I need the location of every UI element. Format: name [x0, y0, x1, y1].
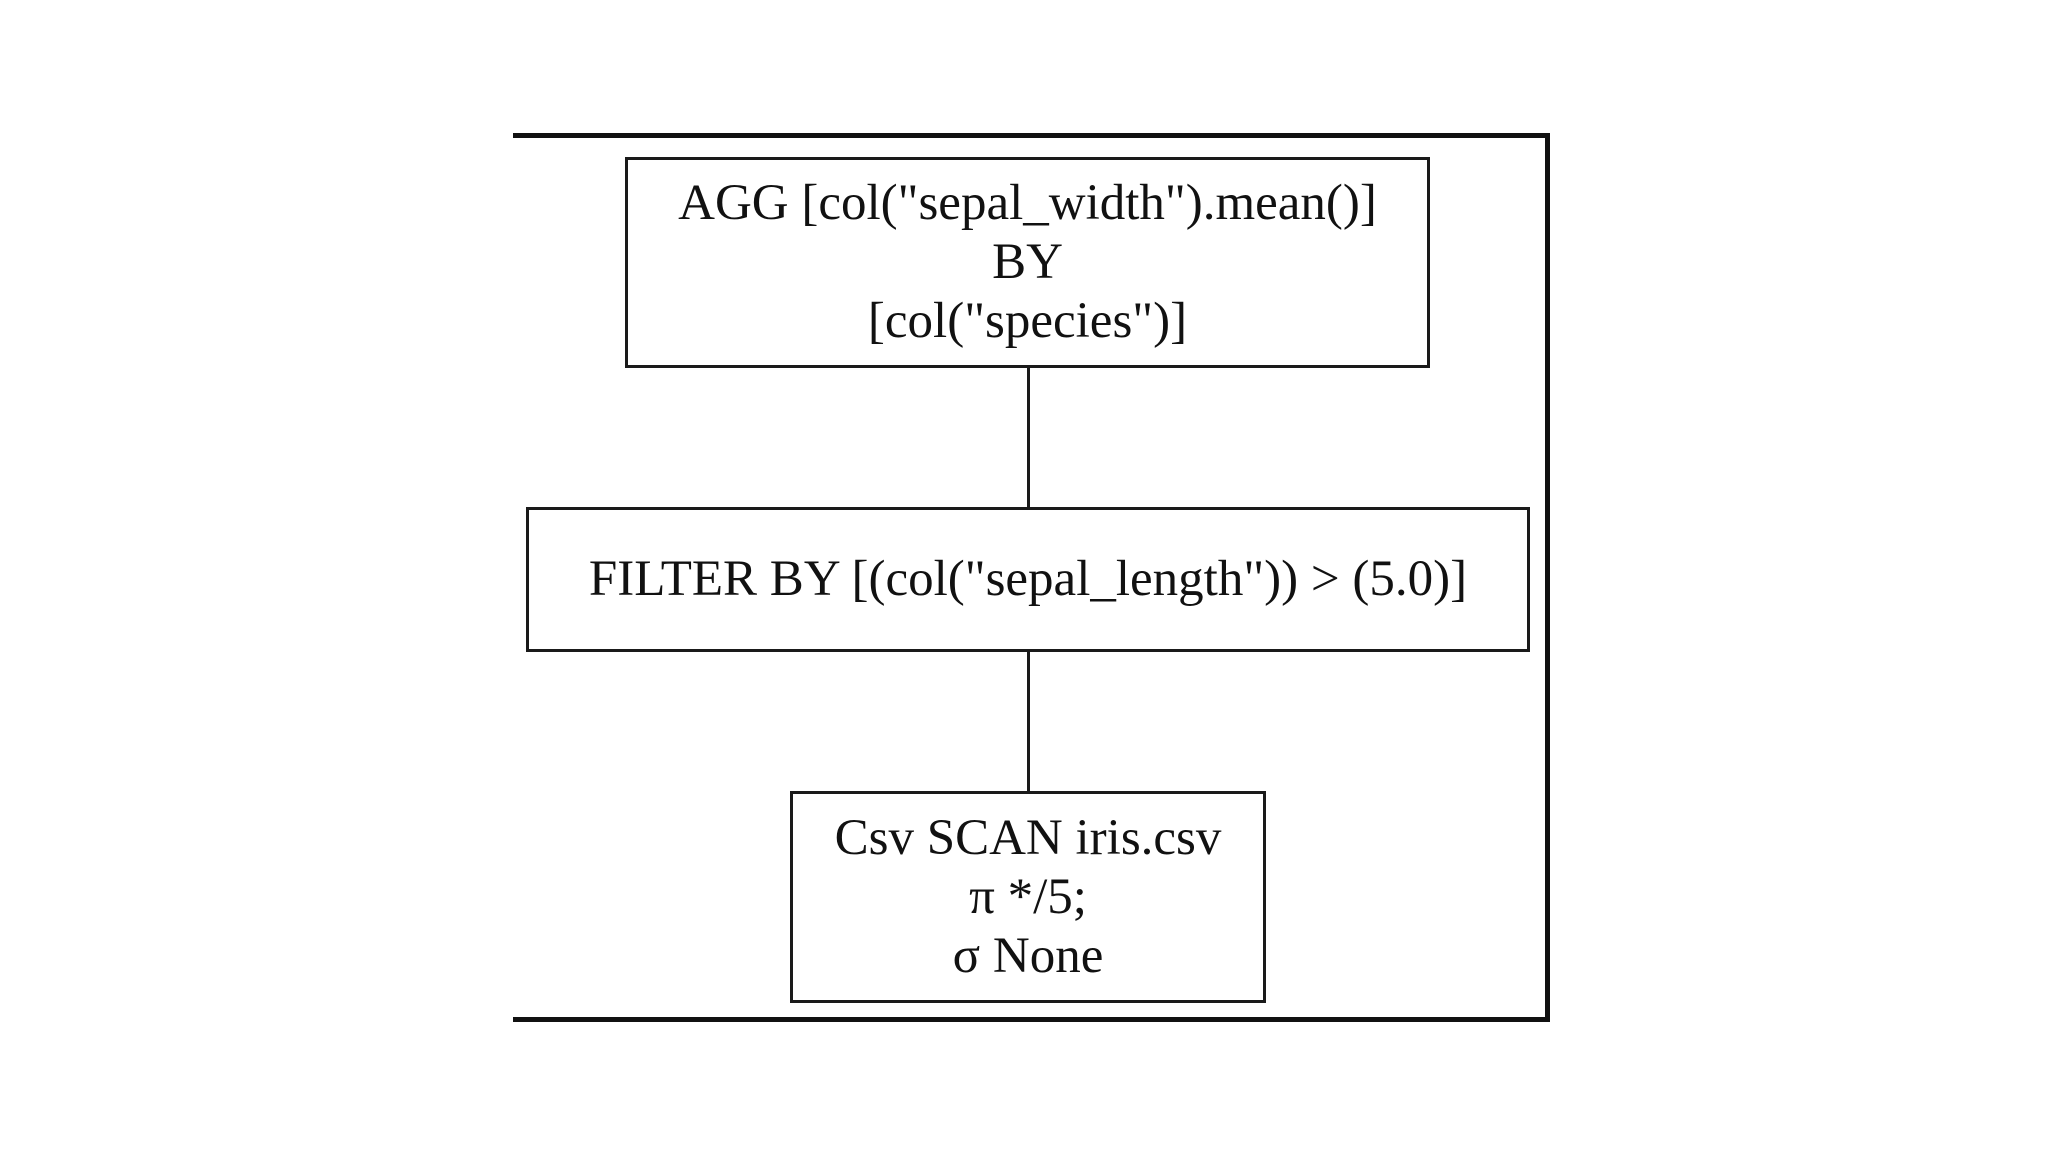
node-filter: FILTER BY [(col("sepal_length")) > (5.0)…	[526, 507, 1530, 652]
node-scan-line-1: Csv SCAN iris.csv	[834, 809, 1222, 866]
node-agg-line-2: BY	[992, 234, 1063, 290]
node-scan-line-2: π */5;	[969, 868, 1087, 925]
edge-agg-to-filter	[1027, 368, 1030, 507]
node-agg-line-1: AGG [col("sepal_width").mean()]	[678, 175, 1377, 231]
node-agg-line-3: [col("species")]	[867, 293, 1188, 349]
node-filter-line-1: FILTER BY [(col("sepal_length")) > (5.0)…	[588, 551, 1468, 607]
frame-top-border	[513, 133, 1549, 138]
edge-filter-to-scan	[1027, 652, 1030, 791]
frame-right-border	[1545, 133, 1550, 1022]
node-agg: AGG [col("sepal_width").mean()] BY [col(…	[625, 157, 1430, 368]
node-scan: Csv SCAN iris.csv π */5; σ None	[790, 791, 1266, 1003]
frame-bottom-border	[513, 1017, 1550, 1022]
node-scan-line-3: σ None	[952, 927, 1104, 984]
